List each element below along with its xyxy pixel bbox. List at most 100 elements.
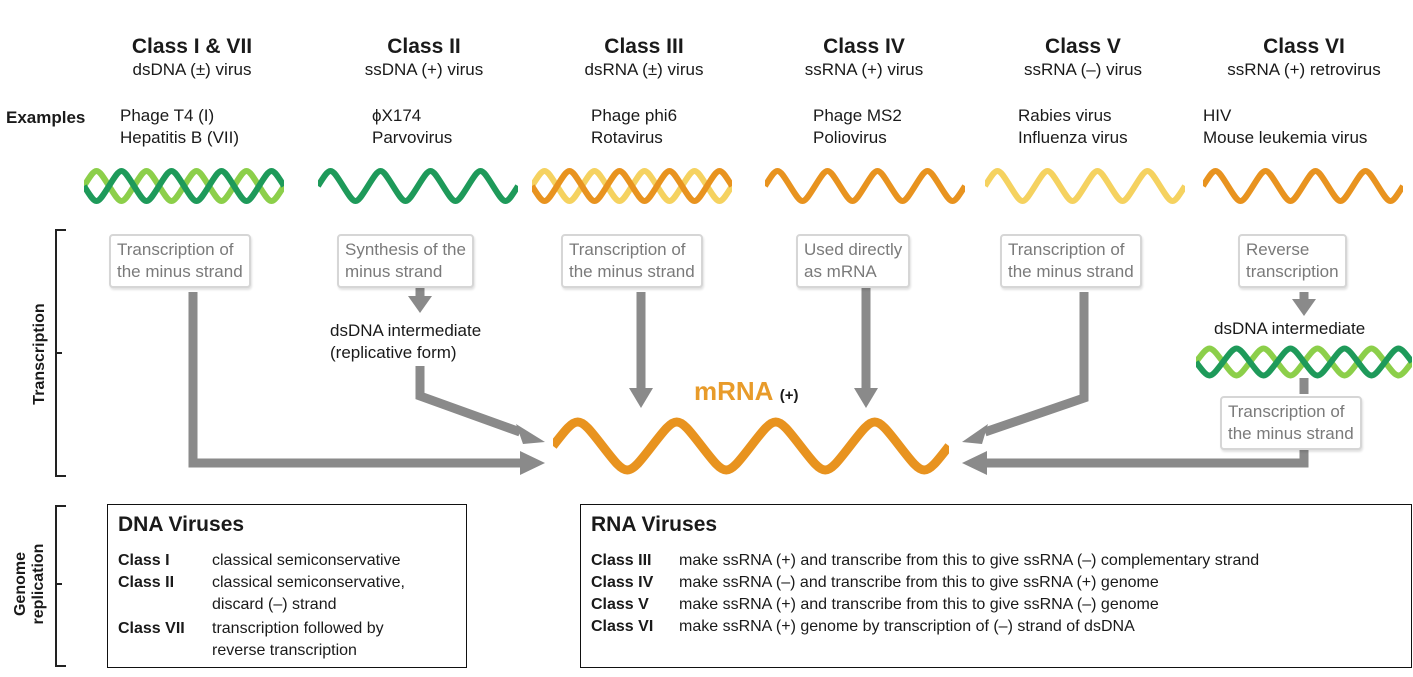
column-subtitle: ssDNA (+) virus <box>364 60 484 79</box>
mrna-sign: (+) <box>779 387 799 404</box>
step-text: Used directly <box>804 240 903 259</box>
ssrna-plus-helix <box>765 168 965 204</box>
row-text: classical semiconservative, <box>212 574 405 591</box>
mrna-text: mRNA <box>694 376 773 406</box>
genome-replication-bracket <box>55 505 66 667</box>
class-ii-intermediate: dsDNA intermediate (replicative form) <box>330 320 481 364</box>
example-item: Rotavirus <box>591 128 663 147</box>
retrovirus-rna-helix <box>1203 168 1403 204</box>
column-title: Class I & VII <box>131 35 253 58</box>
class-name: Class I <box>118 552 170 569</box>
arrowhead <box>408 296 432 313</box>
examples-class-v: Rabies virus Influenza virus <box>1018 105 1128 149</box>
examples-label: Examples <box>6 108 86 127</box>
class-iv-header: Class IV ssRNA (+) virus <box>749 34 979 80</box>
row-text: discard (–) strand <box>212 596 337 613</box>
ssrna-minus-helix <box>985 168 1185 204</box>
row-text: make ssRNA (+) and transcribe from this … <box>679 552 1260 569</box>
intermediate-text: dsDNA intermediate <box>330 321 482 340</box>
example-item: Rabies virus <box>1018 106 1112 125</box>
step-box-class-vi: Reverse transcription <box>1238 234 1347 288</box>
arrowhead <box>962 451 987 475</box>
step-text: Transcription of <box>1228 402 1345 421</box>
arrow-class-vi <box>985 446 1309 468</box>
arrowhead <box>629 388 653 408</box>
step-text: transcription <box>1246 262 1339 281</box>
step-text: the minus strand <box>117 262 243 281</box>
step-box-class-iv: Used directly as mRNA <box>796 234 911 288</box>
class-ii-header: Class II ssDNA (+) virus <box>309 34 539 80</box>
class-name: Class VII <box>118 620 185 637</box>
example-item: HIV <box>1203 106 1232 125</box>
rna-row-class-vi: Class VI make ssRNA (+) genome by transcr… <box>591 617 1135 636</box>
class-name: Class V <box>591 596 649 613</box>
panel-title: DNA Viruses <box>118 513 245 536</box>
step-text: Transcription of <box>569 240 686 259</box>
examples-class-iv: Phage MS2 Poliovirus <box>813 105 902 149</box>
example-item: Hepatitis B (VII) <box>120 128 240 147</box>
arrowhead <box>1292 299 1316 316</box>
step-box-class-vi-transcription: Transcription of the minus strand <box>1220 396 1362 450</box>
example-item: Poliovirus <box>813 128 887 147</box>
class-name: Class IV <box>591 574 654 591</box>
step-box-class-v: Transcription of the minus strand <box>1000 234 1142 288</box>
arrowhead <box>854 388 878 408</box>
class-name: Class VI <box>591 618 654 635</box>
arrowhead <box>516 424 545 444</box>
class-name: Class III <box>591 552 652 569</box>
mrna-label: mRNA (+) <box>694 376 798 407</box>
examples-class-ii: ϕX174 Parvovirus <box>372 105 452 149</box>
step-text: the minus strand <box>1228 424 1354 443</box>
step-text: the minus strand <box>569 262 695 281</box>
row-text: make ssRNA (+) and transcribe from this … <box>679 596 1159 613</box>
row-text: reverse transcription <box>212 642 357 659</box>
row-text: make ssRNA (+) genome by transcription o… <box>679 618 1135 635</box>
intermediate-text: (replicative form) <box>330 343 457 362</box>
class-vi-header: Class VI ssRNA (+) retrovirus <box>1189 34 1413 80</box>
arrowhead <box>520 451 545 475</box>
example-item: Parvovirus <box>372 128 453 147</box>
example-item: ϕX174 <box>372 106 422 125</box>
example-item: Phage MS2 <box>813 106 902 125</box>
step-text: Transcription of <box>1008 240 1125 259</box>
step-box-class-i-vii: Transcription of the minus strand <box>109 234 251 288</box>
column-subtitle: ssRNA (–) virus <box>1023 60 1143 79</box>
column-title: Class II <box>387 35 461 58</box>
examples-class-vi: HIV Mouse leukemia virus <box>1203 105 1367 149</box>
intermediate-text: dsDNA intermediate <box>1214 319 1366 338</box>
column-subtitle: dsDNA (±) virus <box>132 60 252 79</box>
row-text: transcription followed by <box>212 620 384 637</box>
class-v-header: Class V ssRNA (–) virus <box>968 34 1198 80</box>
example-item: Influenza virus <box>1018 128 1128 147</box>
step-text: Transcription of <box>117 240 234 259</box>
column-subtitle: ssRNA (+) retrovirus <box>1227 60 1381 79</box>
step-box-class-ii: Synthesis of the minus strand <box>337 234 474 288</box>
step-box-class-iii: Transcription of the minus strand <box>561 234 703 288</box>
examples-class-i-vii: Phage T4 (I) Hepatitis B (VII) <box>120 105 239 149</box>
rna-row-class-v: Class V make ssRNA (+) and transcribe fro… <box>591 595 1159 614</box>
column-subtitle: ssRNA (+) virus <box>804 60 924 79</box>
step-text: the minus strand <box>1008 262 1134 281</box>
class-i-vii-header: Class I & VII dsDNA (±) virus <box>77 34 307 80</box>
mrna-helix <box>553 417 949 475</box>
rna-viruses-panel: RNA Viruses Class III make ssRNA (+) and … <box>580 504 1412 668</box>
dsdna-intermediate-helix <box>1196 345 1412 379</box>
dsdna-helix <box>84 168 284 204</box>
transcription-bracket <box>55 229 66 477</box>
arrow-class-ii <box>415 366 522 437</box>
class-vi-intermediate: dsDNA intermediate <box>1214 318 1365 340</box>
arrow-class-v <box>983 292 1089 437</box>
dsrna-helix <box>532 168 732 204</box>
dna-row-class-vii: Class VII transcription followed by <box>118 619 384 638</box>
column-subtitle: dsRNA (±) virus <box>584 60 704 79</box>
examples-class-iii: Phage phi6 Rotavirus <box>591 105 677 149</box>
column-title: Class IV <box>823 35 905 58</box>
panel-title: RNA Viruses <box>591 513 718 536</box>
column-title: Class V <box>1045 35 1121 58</box>
ssdna-helix <box>318 168 518 204</box>
